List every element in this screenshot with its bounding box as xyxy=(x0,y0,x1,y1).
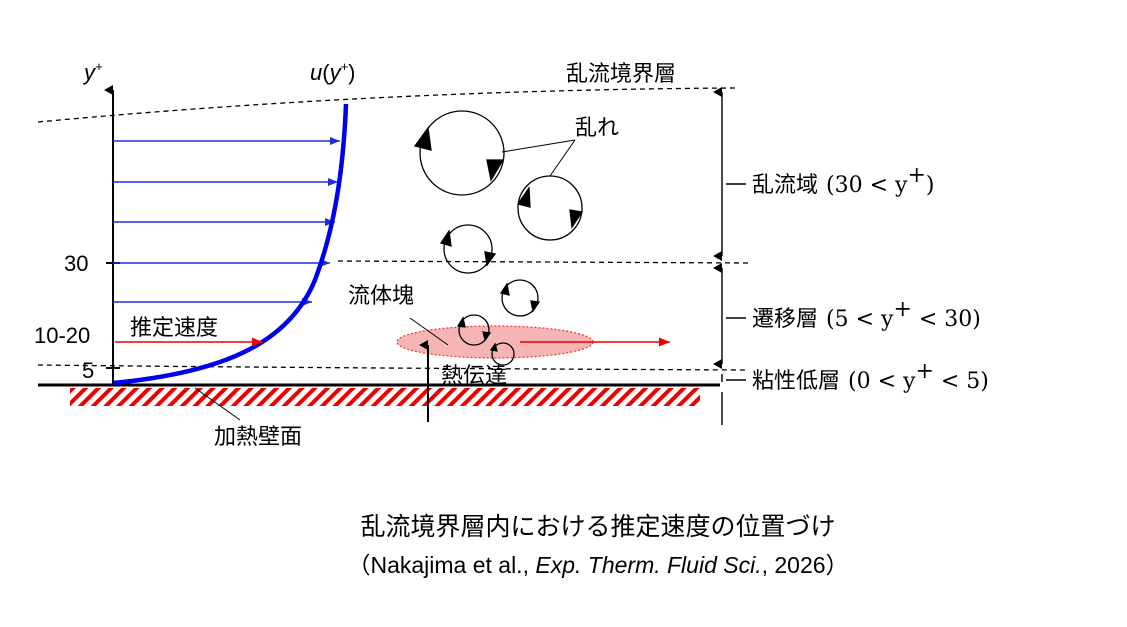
eddy-icon xyxy=(439,224,497,274)
region-turbulent-label: 乱流域(30 < y+) xyxy=(752,163,934,198)
eddy-icon xyxy=(516,175,584,241)
leader-lines xyxy=(194,139,576,421)
estimated-velocity-label: 推定速度 xyxy=(130,316,218,341)
boundary-layer-label: 乱流境界層 xyxy=(566,62,676,87)
heat-transfer-label: 熱伝達 xyxy=(441,364,507,389)
caption-title: 乱流境界層内における推定速度の位置づけ xyxy=(360,512,835,541)
region-transition-label: 遷移層(5 < y+ < 30) xyxy=(752,297,981,332)
velocity-profile-curve xyxy=(112,103,349,386)
region-viscous-label: 粘性低層(0 < y+ < 5) xyxy=(752,359,989,394)
fluid-parcel-label: 流体塊 xyxy=(348,284,414,309)
boundary-layer-edge xyxy=(37,87,736,123)
eddies xyxy=(413,110,584,366)
tick-10-20-label: 10-20 xyxy=(34,323,90,348)
velocity-arrows xyxy=(113,137,340,306)
y-axis-label: y+ xyxy=(82,59,103,85)
eddy-icon xyxy=(489,342,515,366)
eddy-icon xyxy=(413,110,505,196)
region-brackets xyxy=(713,87,746,425)
transition-boundary-line xyxy=(337,260,749,264)
profile-label: u(y+) xyxy=(310,59,356,85)
heated-wall-label: 加熱壁面 xyxy=(214,425,302,450)
tick-5-label: 5 xyxy=(82,358,94,383)
eddy-icon xyxy=(499,279,541,317)
heated-wall-hatch xyxy=(70,388,700,406)
eddy-icon xyxy=(456,314,492,346)
tick-30-label: 30 xyxy=(64,251,88,276)
caption-citation: （Nakajima et al., Exp. Therm. Fluid Sci.… xyxy=(347,552,848,578)
turbulence-label: 乱れ xyxy=(575,116,619,141)
viscous-boundary-line xyxy=(37,364,749,371)
